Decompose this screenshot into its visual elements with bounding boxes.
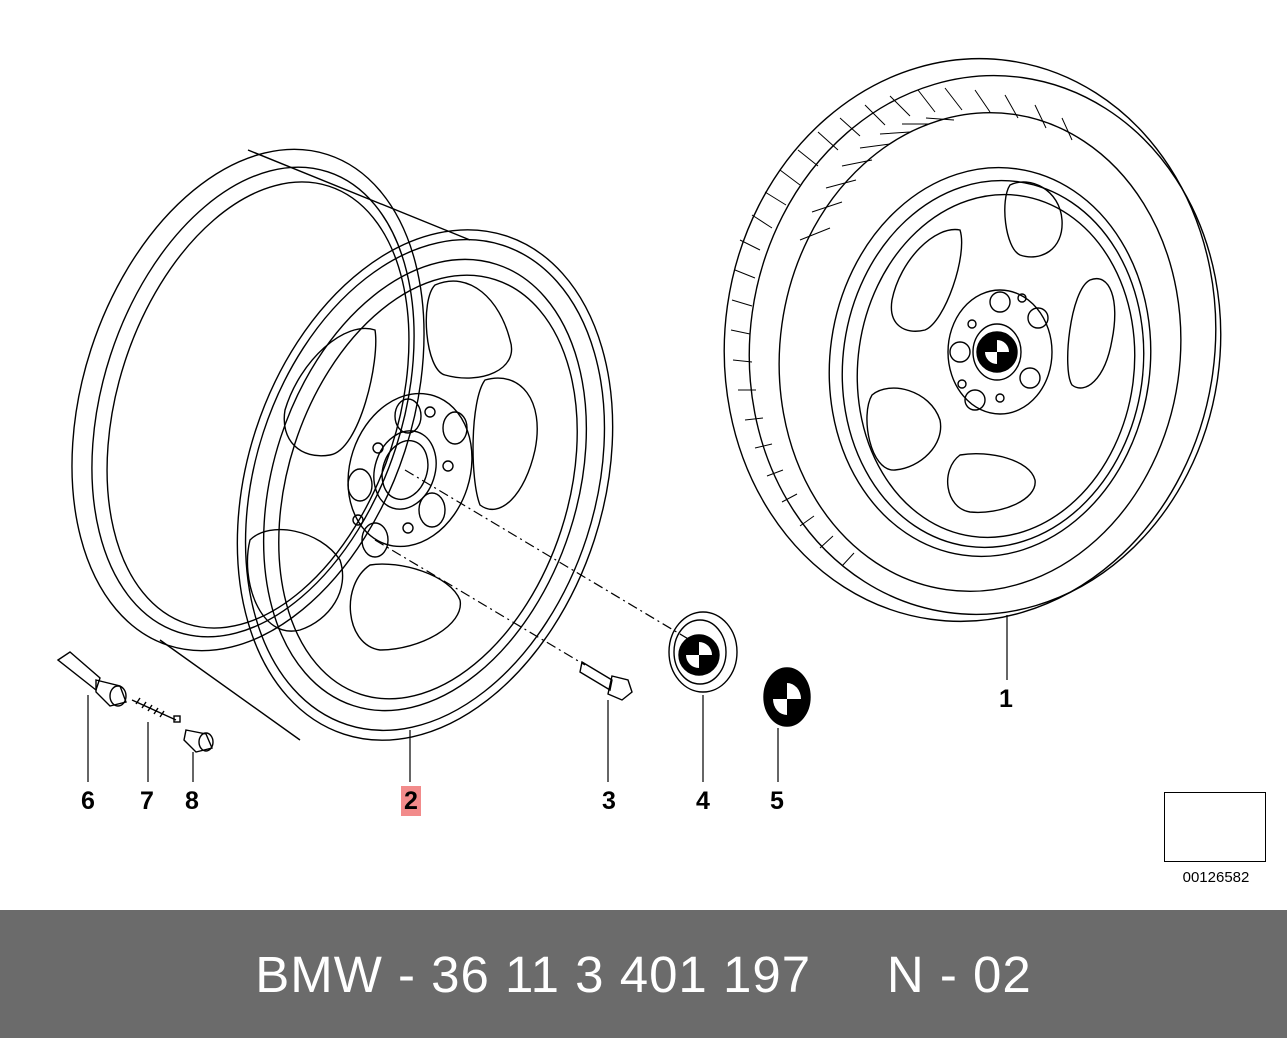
callout-3: 3: [602, 787, 616, 815]
callout-6: 6: [81, 787, 95, 815]
callout-4: 4: [696, 787, 710, 815]
wheel-parts-diagram: [56, 57, 1257, 860]
leader-lines: [87, 469, 1008, 782]
footer-bar: BMW - 36 11 3 401 197 N - 02: [0, 910, 1287, 1038]
reference-number: 00126582: [1182, 869, 1250, 886]
callout-1: 1: [999, 685, 1013, 713]
reference-arrow-box: [1164, 792, 1266, 862]
emblem-drawing: [763, 667, 811, 727]
valve-cap-drawing: [183, 729, 214, 753]
rim-drawing: [71, 148, 614, 741]
callout-5: 5: [770, 787, 784, 815]
callout-2: 2: [401, 786, 421, 816]
callout-8: 8: [185, 787, 199, 815]
valve-drawing: [56, 651, 127, 707]
wheel-bolt-drawing: [579, 660, 633, 701]
valve-core-drawing: [131, 697, 181, 723]
hub-cap-drawing: [668, 611, 738, 693]
part-number-label: BMW - 36 11 3 401 197 N - 02: [255, 945, 1032, 1003]
callout-7: 7: [140, 787, 154, 815]
wheel-with-tyre-drawing: [723, 57, 1222, 623]
wheel-emblem: [976, 331, 1018, 373]
